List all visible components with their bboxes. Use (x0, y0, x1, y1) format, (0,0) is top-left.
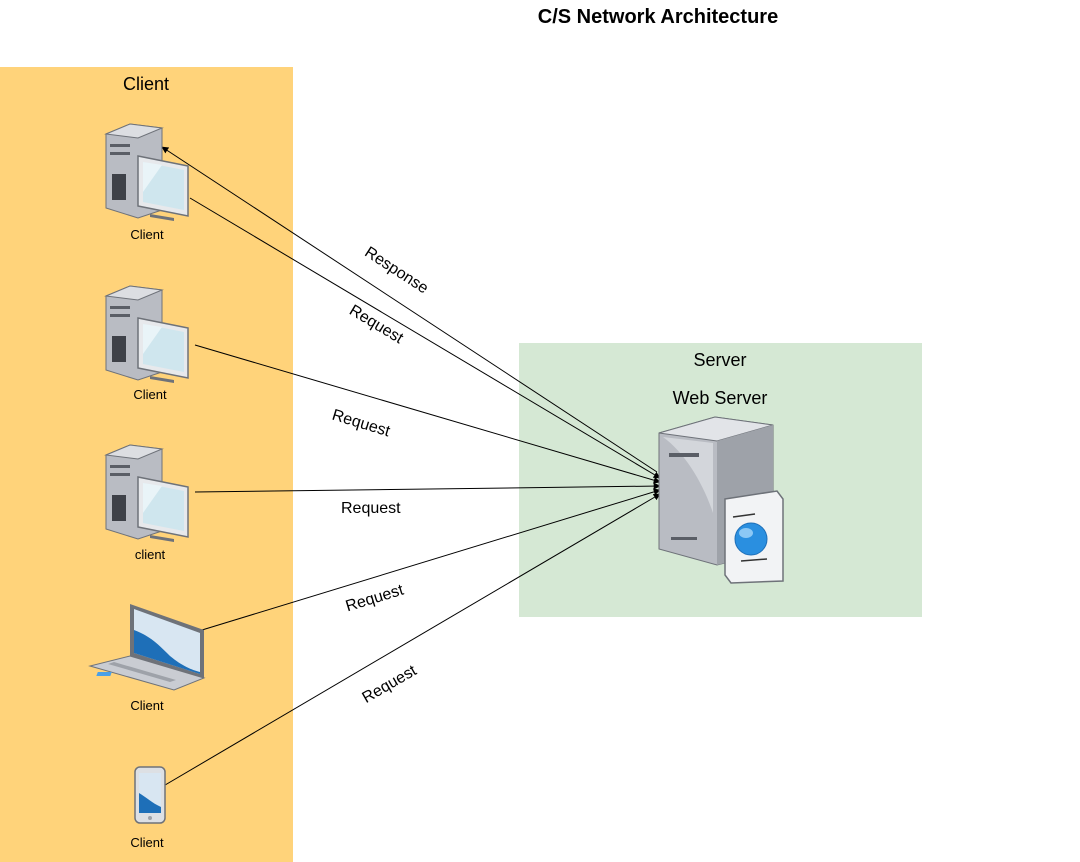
request-edge-5 (159, 493, 661, 789)
desktop-computer-icon (104, 285, 189, 383)
mobile-phone-icon (134, 766, 166, 824)
request-edge-1 (189, 197, 661, 479)
desktop-computer-icon (104, 444, 189, 542)
client-caption-2: Client (133, 387, 167, 402)
web-server-label: Web Server (672, 388, 768, 408)
client-caption-4: Client (130, 698, 164, 713)
server-zone-label: Server (693, 350, 747, 370)
web-server-icon (658, 416, 784, 584)
request-edge-4 (201, 488, 661, 631)
client-caption-3: client (134, 547, 166, 562)
edge-label-request-3: Request (341, 500, 401, 517)
laptop-icon (88, 604, 206, 691)
client-caption-1: Client (130, 227, 164, 242)
request-edge-2 (194, 344, 661, 484)
response-edge (161, 146, 658, 473)
client-zone-label: Client (122, 74, 170, 94)
desktop-computer-icon (104, 123, 189, 221)
diagram-title: C/S Network Architecture (537, 6, 779, 28)
request-edge-3 (194, 482, 661, 493)
client-caption-5: Client (130, 835, 164, 850)
